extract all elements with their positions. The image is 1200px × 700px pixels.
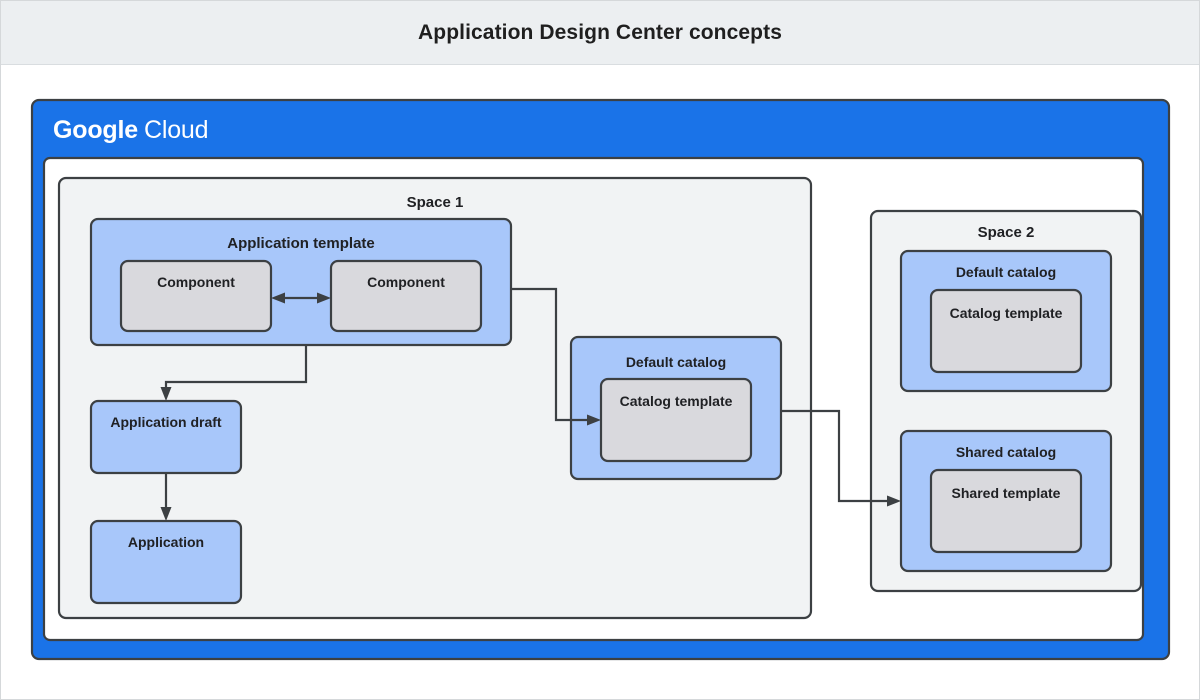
component-box-2[interactable] bbox=[329, 259, 483, 333]
arrowhead-down-draft bbox=[160, 387, 172, 401]
space2-shared-template-label: Shared template bbox=[952, 485, 1061, 501]
space2-catalog-template-box[interactable] bbox=[929, 288, 1083, 374]
space2-shared-template-box[interactable] bbox=[929, 468, 1083, 554]
google-cloud-logo-google: Google bbox=[53, 116, 138, 144]
template-to-draft-connector bbox=[160, 345, 308, 401]
arrowhead-right bbox=[317, 292, 331, 304]
application-template-group[interactable]: Application template Component Component bbox=[89, 217, 513, 347]
space1-catalog-template-box[interactable] bbox=[599, 377, 753, 463]
component-to-component-connector bbox=[271, 292, 331, 304]
space1-catalog-template-label: Catalog template bbox=[620, 393, 733, 409]
diagram-canvas: Google Cloud Space 1 Application templat… bbox=[1, 65, 1199, 699]
page-header: Application Design Center concepts bbox=[1, 1, 1199, 65]
space1-default-catalog-group[interactable]: Default catalog Catalog template bbox=[569, 335, 783, 481]
component-label-2: Component bbox=[367, 274, 445, 290]
application-group[interactable]: Application bbox=[89, 519, 243, 605]
application-draft-group[interactable]: Application draft bbox=[89, 399, 243, 475]
space2-shared-catalog-group[interactable]: Shared catalog Shared template bbox=[899, 429, 1113, 573]
component-box-1[interactable] bbox=[119, 259, 273, 333]
arrowhead-left bbox=[271, 292, 285, 304]
arrowhead-down-application bbox=[160, 507, 172, 521]
page-title: Application Design Center concepts bbox=[418, 20, 782, 44]
catalog-to-shared-connector bbox=[781, 409, 901, 507]
space2-default-catalog-label: Default catalog bbox=[956, 264, 1056, 280]
space-2-label: Space 2 bbox=[978, 224, 1035, 241]
component-label-1: Component bbox=[157, 274, 235, 290]
template-to-catalog-connector bbox=[511, 287, 601, 426]
google-cloud-logo-cloud: Cloud bbox=[144, 116, 208, 144]
arrowhead-right-shared bbox=[887, 495, 901, 507]
application-label: Application bbox=[128, 534, 204, 550]
draft-to-application-connector bbox=[160, 473, 172, 521]
space-1-label: Space 1 bbox=[407, 194, 464, 211]
space2-catalog-template-label: Catalog template bbox=[950, 305, 1063, 321]
application-template-label: Application template bbox=[227, 235, 375, 252]
space2-default-catalog-group[interactable]: Default catalog Catalog template bbox=[899, 249, 1113, 393]
space1-default-catalog-label: Default catalog bbox=[626, 354, 726, 370]
application-draft-label: Application draft bbox=[110, 414, 222, 430]
arrowhead-right-catalog bbox=[587, 414, 601, 426]
space2-shared-catalog-label: Shared catalog bbox=[956, 444, 1056, 460]
application-draft-box[interactable] bbox=[89, 399, 243, 475]
